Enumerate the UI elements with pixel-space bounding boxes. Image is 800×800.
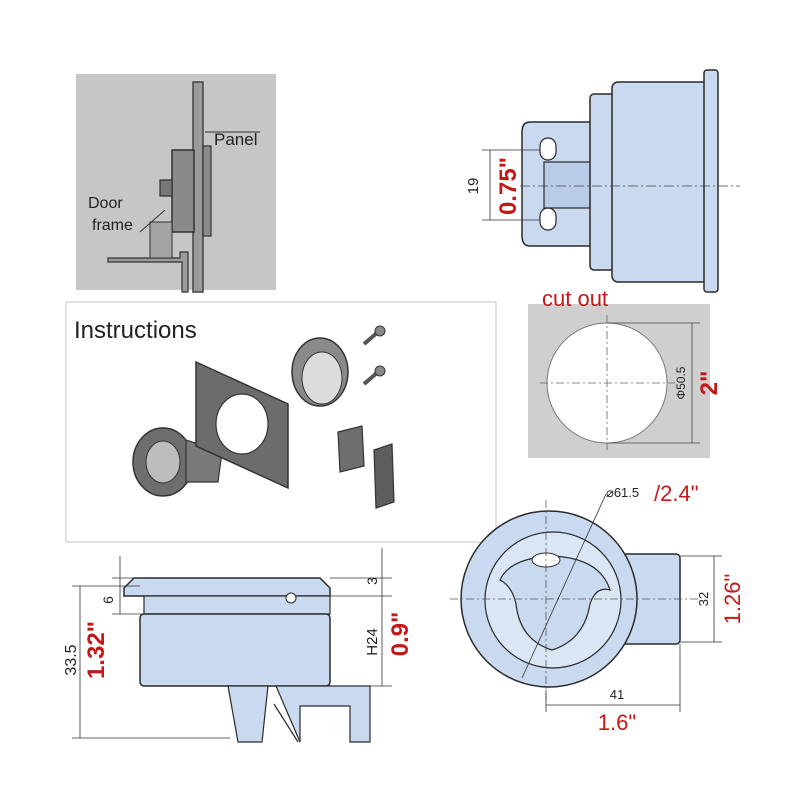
latch-body: [171, 149, 195, 233]
exploded-screw-2-head: [374, 365, 386, 377]
panel-side-view: Panel Door frame: [76, 74, 276, 293]
dim-33-in: 1.32": [83, 621, 110, 679]
frame-label: frame: [92, 217, 133, 234]
door-label: Door: [88, 195, 123, 212]
latch-tongue: [543, 161, 595, 209]
dim-32-mm: 32: [696, 592, 711, 606]
section-neck: [143, 595, 331, 615]
latch-housing: [611, 81, 709, 283]
slot-bottom: [539, 207, 557, 231]
exploded-bracket: [337, 425, 365, 473]
dim-dia-mm: ⌀61.5: [606, 485, 639, 500]
cutout-title: cut out: [542, 286, 608, 311]
section-screw: [285, 592, 297, 604]
exploded-latch-inner: [145, 440, 181, 484]
exploded-plate-hole: [215, 393, 269, 455]
dim-6-mm: 6: [100, 596, 116, 604]
dim-41-in: 1.6": [598, 710, 636, 735]
front-dia-leader: [521, 493, 607, 679]
slot-top: [539, 137, 557, 161]
dim-3-mm: 3: [364, 577, 380, 585]
latch-front-view: ⌀61.5 /2.4" 41 1.6" 32 1.26": [450, 481, 745, 735]
dim-41-mm: 41: [610, 687, 624, 702]
exploded-striker: [373, 443, 395, 509]
latch-section-view: 33.5 1.32" 6 3 H24 0.9": [63, 548, 414, 743]
dim-h24-mm: H24: [364, 628, 381, 656]
latch-flange: [202, 145, 212, 237]
section-body: [139, 613, 331, 687]
exploded-screw-1-head: [374, 325, 386, 337]
latch-flange-plate: [703, 69, 719, 293]
frame-catch: [149, 221, 173, 259]
dim-33-mm: 33.5: [63, 644, 80, 675]
exploded-ring-inner: [301, 351, 343, 405]
dim-32-in: 1.26": [720, 574, 745, 625]
instructions-title: Instructions: [74, 317, 197, 344]
dim-h24-in: 0.9": [387, 612, 414, 657]
cutout-dim-in: 2": [696, 371, 723, 396]
dim-19-in: 0.75": [495, 157, 522, 215]
dim-19-mm: 19: [465, 178, 482, 195]
cutout-dim-mm: Φ50.5: [674, 366, 688, 399]
cutout-view: cut out Φ50.5 2": [528, 286, 723, 458]
latch-hook: [159, 179, 173, 197]
panel-label: Panel: [214, 130, 257, 149]
section-flange: [123, 577, 331, 597]
dim-dia-in: /2.4": [654, 481, 699, 506]
frame-leader: [139, 209, 166, 233]
door-frame: [107, 251, 189, 293]
section-tongue: [227, 685, 269, 743]
latch-side-view: 19 0.75": [465, 69, 740, 293]
instructions-panel: Instructions: [65, 301, 497, 543]
section-catch-edge: [273, 703, 299, 743]
section-catch: [275, 685, 371, 743]
